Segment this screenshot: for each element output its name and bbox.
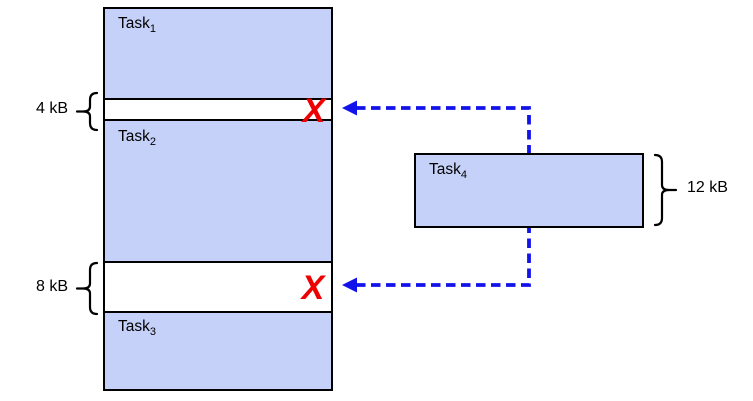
task4-block [414, 153, 644, 228]
task1-label: Task1 [118, 15, 156, 36]
task3-label-base: Task [118, 318, 150, 335]
task4-label: Task4 [429, 161, 467, 182]
gap2-size-label: 8 kB [35, 278, 68, 295]
task4-label-sub: 4 [460, 169, 467, 182]
gap2-brace [75, 261, 99, 316]
task1-block [103, 7, 333, 100]
task2-label-base: Task [118, 128, 150, 145]
task2-block [103, 119, 333, 263]
task2-label-sub: 2 [149, 136, 156, 149]
gap1-reject-x-icon: X [301, 92, 328, 130]
memory-column [103, 7, 333, 391]
task1-label-sub: 1 [149, 23, 156, 36]
arrow-to-gap2-head-icon [342, 277, 357, 293]
gap2-reject-x-icon: X [300, 269, 327, 307]
arrow-to-gap2-line [356, 228, 531, 287]
task3-block [103, 311, 333, 391]
task4-size-label: 12 kB [687, 179, 728, 196]
task2-label: Task2 [118, 128, 156, 149]
gap1-size-label: 4 kB [35, 100, 68, 117]
task3-label-sub: 3 [149, 326, 156, 339]
task4-label-base: Task [429, 161, 461, 178]
task1-label-base: Task [118, 15, 150, 32]
arrow-to-gap1-line [356, 106, 531, 153]
arrow-to-gap1-head-icon [342, 100, 357, 116]
gap1-brace [75, 91, 99, 132]
task3-label: Task3 [118, 318, 156, 339]
free-gap-8kb [103, 261, 333, 313]
task4-brace [653, 153, 678, 227]
free-gap-4kb [103, 98, 333, 121]
